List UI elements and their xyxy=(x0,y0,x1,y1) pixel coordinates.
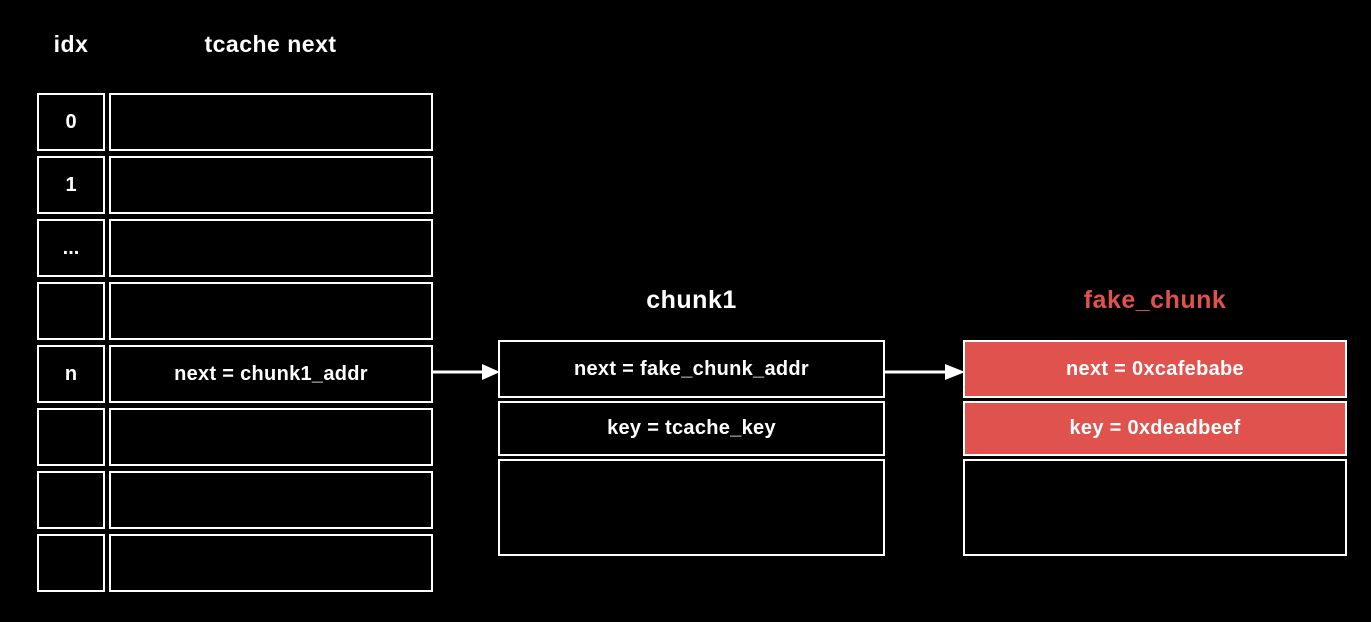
row-idx-cell xyxy=(37,408,105,466)
chunk1-box: next = fake_chunk_addr key = tcache_key xyxy=(498,340,885,559)
fake-chunk-key-field: key = 0xdeadbeef xyxy=(963,401,1347,456)
row-next-cell xyxy=(109,282,433,340)
row-idx-cell xyxy=(37,534,105,592)
row-idx-cell: 0 xyxy=(37,93,105,151)
tcache-bins-table: 0 1 ... n next = chunk1_addr xyxy=(37,93,433,597)
table-row-n: n next = chunk1_addr xyxy=(37,345,433,403)
row-next-cell xyxy=(109,408,433,466)
fake-chunk-box: next = 0xcafebabe key = 0xdeadbeef xyxy=(963,340,1347,559)
row-idx-cell: 1 xyxy=(37,156,105,214)
row-idx-cell: ... xyxy=(37,219,105,277)
row-next-cell xyxy=(109,156,433,214)
fake-chunk-next-field: next = 0xcafebabe xyxy=(963,340,1347,398)
fake-chunk-data-field xyxy=(963,459,1347,556)
row-next-cell xyxy=(109,534,433,592)
table-row xyxy=(37,408,433,466)
row-idx-cell xyxy=(37,282,105,340)
row-idx-cell: n xyxy=(37,345,105,403)
chunk1-next-field: next = fake_chunk_addr xyxy=(498,340,885,398)
row-idx-cell xyxy=(37,471,105,529)
table-row xyxy=(37,282,433,340)
table-row: 1 xyxy=(37,156,433,214)
tcache-next-column-header: tcache next xyxy=(204,31,337,57)
right-arrow-icon xyxy=(433,364,500,380)
chunk1-key-field: key = tcache_key xyxy=(498,401,885,456)
right-arrow-icon xyxy=(885,364,965,380)
idx-column-header: idx xyxy=(53,31,89,57)
table-row: ... xyxy=(37,219,433,277)
chunk1-title: chunk1 xyxy=(646,286,737,314)
fake-chunk-title: fake_chunk xyxy=(1083,286,1227,314)
row-next-cell: next = chunk1_addr xyxy=(109,345,433,403)
row-next-cell xyxy=(109,219,433,277)
table-row: 0 xyxy=(37,93,433,151)
row-next-cell xyxy=(109,93,433,151)
table-row xyxy=(37,471,433,529)
table-row xyxy=(37,534,433,592)
chunk1-data-field xyxy=(498,459,885,556)
row-next-cell xyxy=(109,471,433,529)
